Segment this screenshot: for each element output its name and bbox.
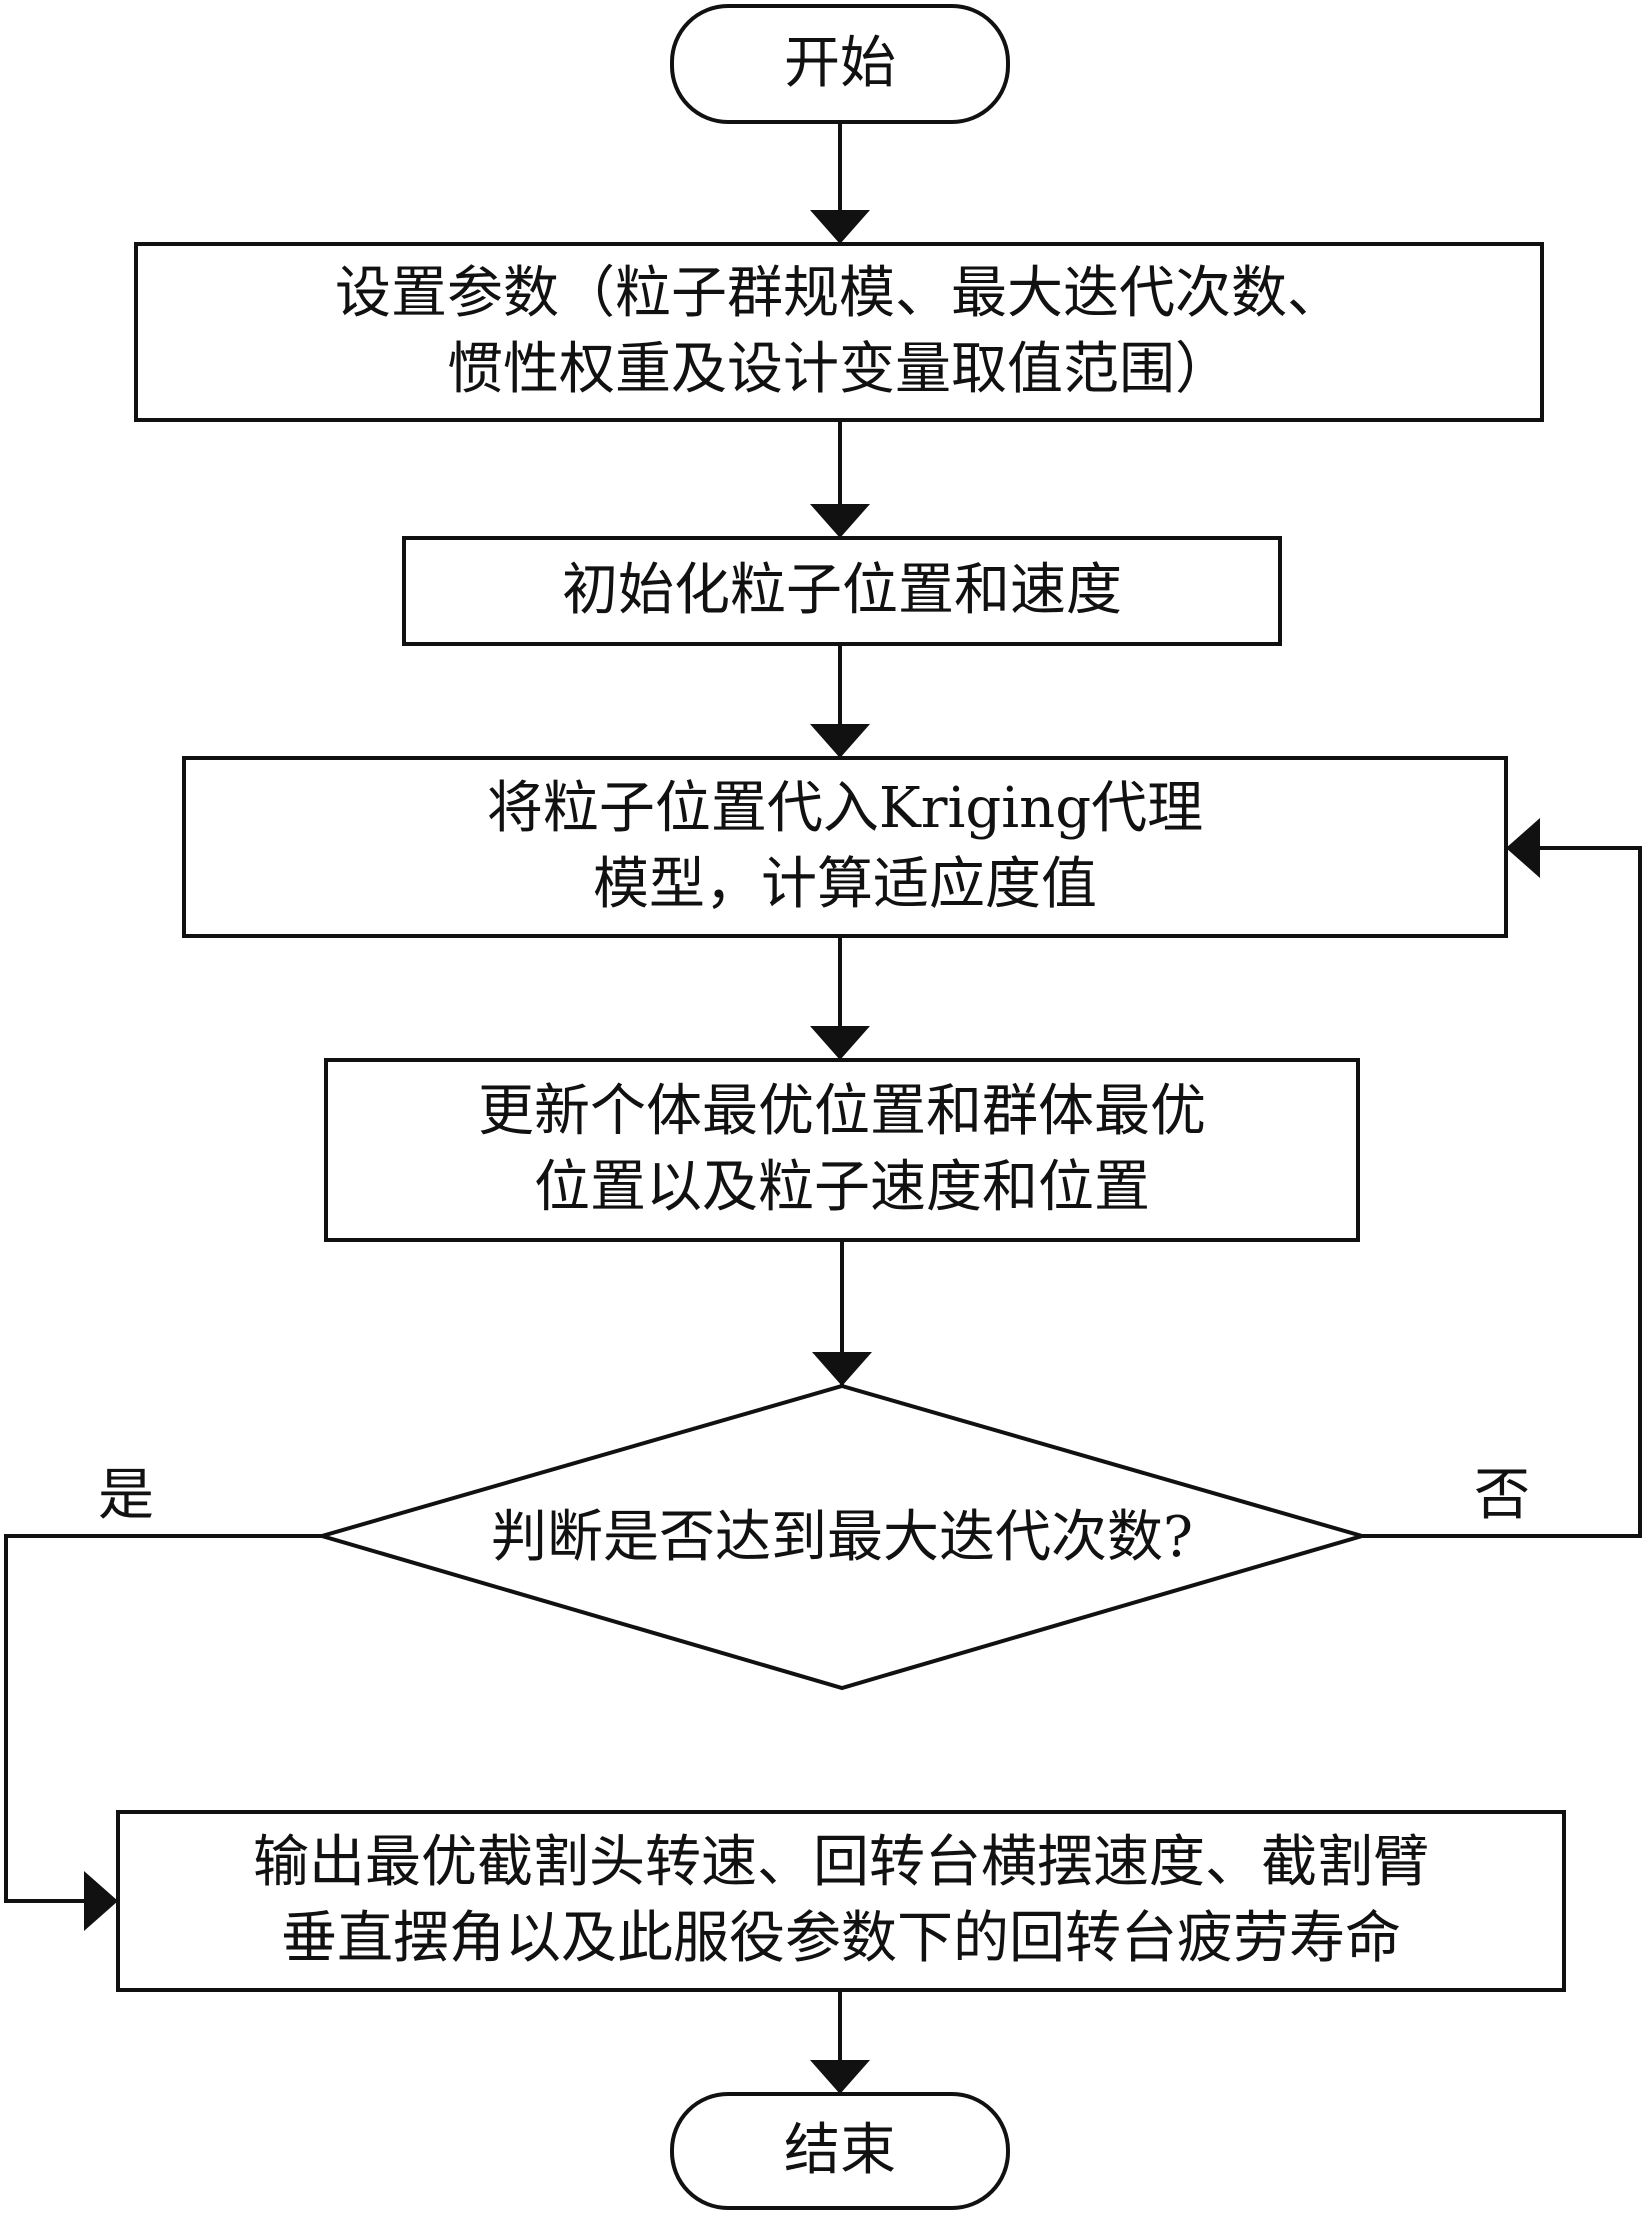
evaluate-label: 将粒子位置代入Kriging代理 模型，计算适应度值 xyxy=(184,758,1506,936)
start-label: 开始 xyxy=(784,31,896,96)
output-line-2: 垂直摆角以及此服役参数下的回转台疲劳寿命 xyxy=(281,1906,1401,1971)
update-label: 更新个体最优位置和群体最优 位置以及粒子速度和位置 xyxy=(326,1060,1358,1240)
output-label: 输出最优截割头转速、回转台横摆速度、截割臂 垂直摆角以及此服役参数下的回转台疲劳… xyxy=(118,1812,1564,1990)
evaluate-line-1: 将粒子位置代入Kriging代理 xyxy=(486,776,1204,841)
end-label: 结束 xyxy=(784,2118,896,2183)
no-branch-label: 否 xyxy=(1474,1463,1530,1528)
evaluate-line-2: 模型，计算适应度值 xyxy=(593,852,1097,917)
arrow-no-loop xyxy=(1362,818,1642,1538)
set-params-line-2: 惯性权重及设计变量取值范围） xyxy=(447,337,1231,402)
init-label: 初始化粒子位置和速度 xyxy=(562,558,1122,623)
update-line-1: 更新个体最优位置和群体最优 xyxy=(478,1079,1206,1144)
arrow-yes-to-output xyxy=(4,1534,322,1931)
output-line-1: 输出最优截割头转速、回转台横摆速度、截割臂 xyxy=(253,1830,1429,1895)
update-line-2: 位置以及粒子速度和位置 xyxy=(534,1155,1150,1220)
decision-label: 判断是否达到最大迭代次数? xyxy=(490,1505,1194,1570)
set-params-label: 设置参数（粒子群规模、最大迭代次数、 惯性权重及设计变量取值范围） xyxy=(136,244,1542,420)
set-params-line-1: 设置参数（粒子群规模、最大迭代次数、 xyxy=(335,261,1343,326)
decision-diamond xyxy=(314,1383,1370,1691)
yes-branch-label: 是 xyxy=(98,1463,154,1528)
